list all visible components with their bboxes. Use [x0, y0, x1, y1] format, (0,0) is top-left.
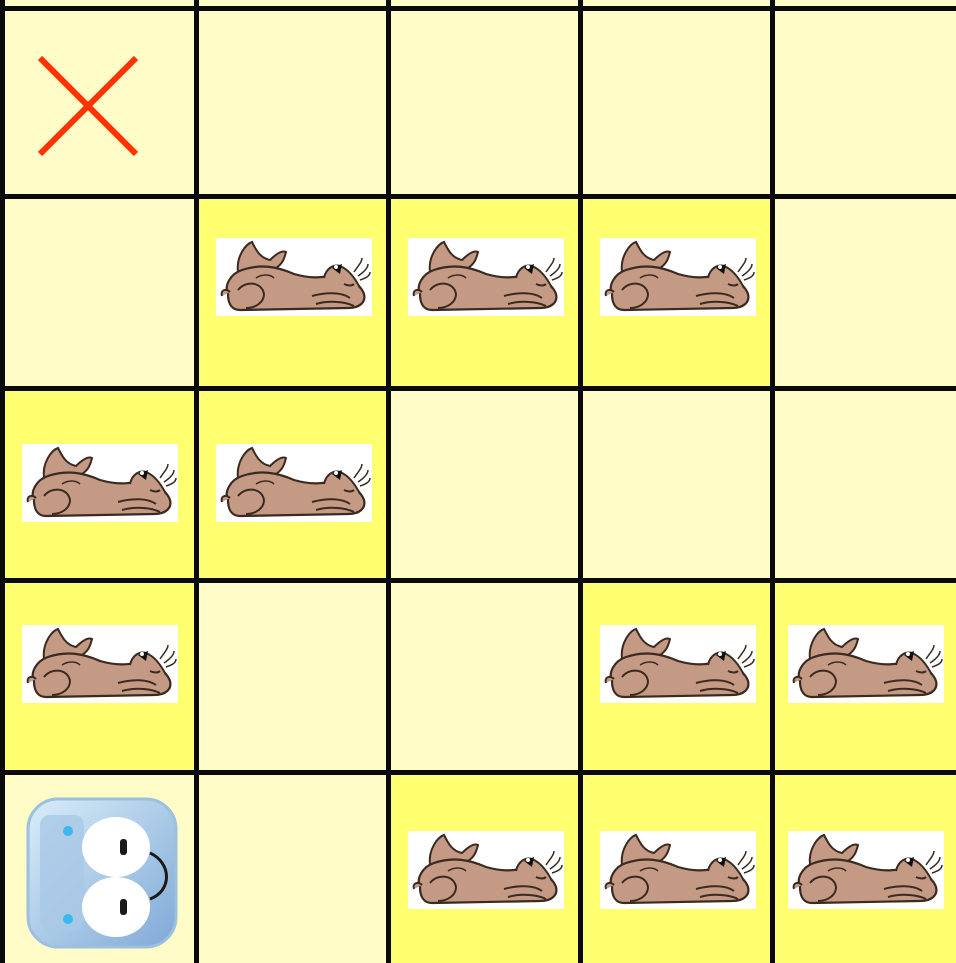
sleeping-dog-icon — [788, 831, 944, 913]
sleeping-dog-icon — [216, 238, 372, 320]
sleeping-dog-icon — [216, 444, 372, 526]
board-cell-r2-c3[interactable] — [580, 388, 772, 580]
sleeping-dog-icon — [408, 238, 564, 320]
grid-line-vertical — [578, 0, 583, 963]
grid-line-horizontal — [0, 578, 956, 583]
grid-line-horizontal — [0, 770, 956, 775]
board-cell-r1-c0[interactable] — [0, 196, 196, 388]
grid-line-vertical — [770, 0, 775, 963]
sleeping-dog-icon — [22, 625, 178, 707]
board-cell-r2-c4[interactable] — [772, 388, 956, 580]
sleeping-dog-icon — [600, 831, 756, 913]
board-cell-r0-c1[interactable] — [196, 0, 388, 196]
board-cell-r0-c3[interactable] — [580, 0, 772, 196]
board-cell-r3-c2[interactable] — [388, 580, 580, 772]
sleeping-dog-icon — [22, 444, 178, 526]
board-cell-r3-c1[interactable] — [196, 580, 388, 772]
sleeping-dog-icon — [408, 831, 564, 913]
robot-vacuum-icon — [24, 795, 180, 955]
board-cell-r4-c1[interactable] — [196, 772, 388, 963]
sleeping-dog-icon — [788, 625, 944, 707]
grid-line-horizontal — [0, 386, 956, 391]
sleeping-dog-icon — [600, 238, 756, 320]
grid-line-vertical — [194, 0, 199, 963]
grid-line-vertical — [386, 0, 391, 963]
board-cell-r0-c2[interactable] — [388, 0, 580, 196]
board-cell-r0-c4[interactable] — [772, 0, 956, 196]
board-cell-r1-c4[interactable] — [772, 196, 956, 388]
goal-x-icon — [28, 46, 148, 170]
sleeping-dog-icon — [600, 625, 756, 707]
grid-line-horizontal — [0, 6, 956, 11]
grid-line-horizontal — [0, 194, 956, 199]
grid-line-vertical — [0, 0, 5, 963]
board-cell-r2-c2[interactable] — [388, 388, 580, 580]
